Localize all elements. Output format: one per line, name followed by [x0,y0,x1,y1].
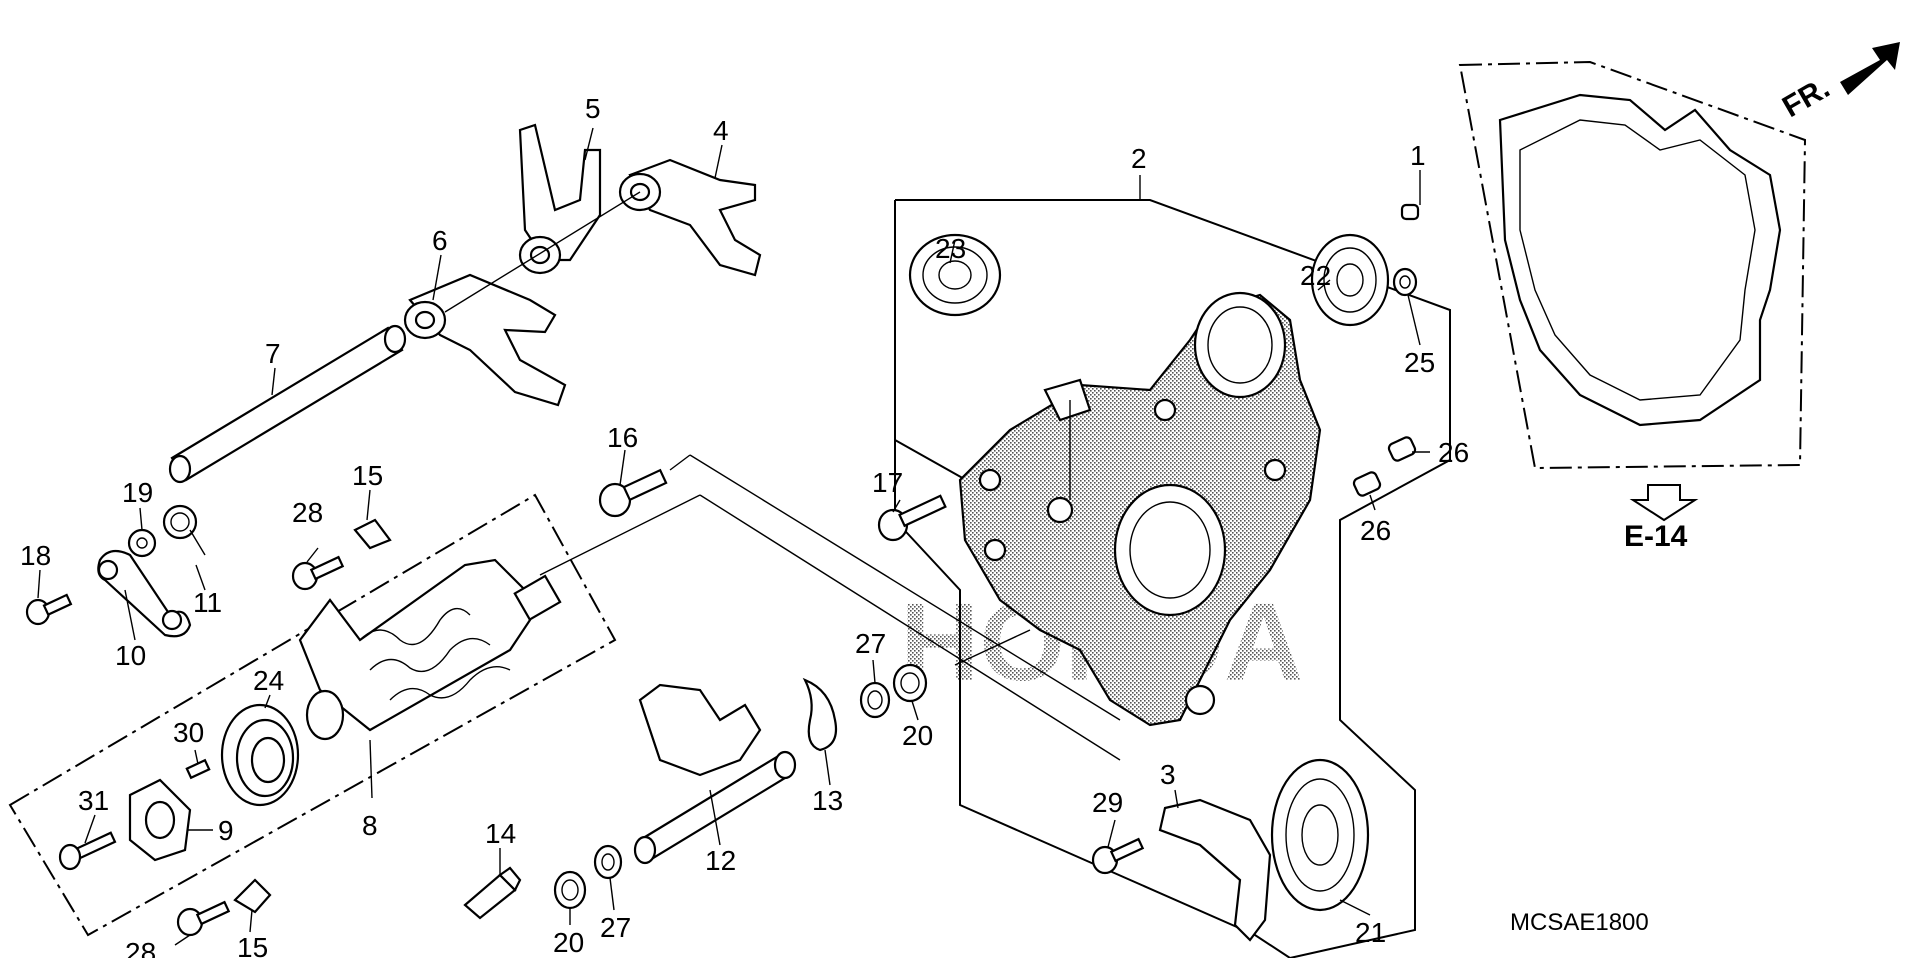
stopper-arm-10 [97,549,192,638]
label-25: 25 [1404,347,1435,378]
washer-20-upper [892,663,928,703]
bolt-18 [25,593,73,626]
dowel-1 [1400,203,1420,221]
label-6: 6 [432,225,448,256]
stud-14 [463,866,522,920]
oil-seal-27-upper [859,681,891,719]
dowel-26-upper [1387,436,1417,462]
bearing-23 [908,233,1002,317]
bolt-28-lower [176,900,231,937]
spring-13 [802,677,838,752]
diagram-code: MCSAE1800 [1510,909,1649,936]
label-4: 4 [713,115,729,146]
shift-drum-group-box [8,493,617,937]
front-direction-label: FR. [1777,71,1835,124]
bearing-24 [220,703,300,807]
label-20-lower: 20 [553,927,584,958]
pin-30 [185,758,211,780]
label-15-lower: 15 [237,932,268,958]
front-direction-arrow [1840,42,1900,95]
label-30: 30 [173,717,204,748]
bolt-31 [58,831,117,871]
label-22: 22 [1300,260,1331,291]
label-24: 24 [253,665,284,696]
label-12: 12 [705,845,736,876]
plate-15-lower [233,878,272,914]
shift-drum-center-9 [128,778,192,862]
bearing-22 [1310,233,1390,327]
label-19: 19 [122,477,153,508]
label-20-upper: 20 [902,720,933,751]
label-11: 11 [193,587,222,618]
reference-label: E-14 [1624,520,1688,553]
label-27-upper: 27 [855,628,886,659]
part-labels: 1 2 3 4 5 6 7 8 9 10 11 12 13 14 15 15 1… [20,93,1469,958]
bolt-17 [877,494,947,542]
shift-fork-6 [403,273,567,407]
label-17: 17 [872,467,903,498]
bracket-3 [1158,798,1272,942]
label-1: 1 [1410,140,1426,171]
label-7: 7 [265,338,281,369]
crankcase-cover [958,291,1322,727]
label-23: 23 [935,233,966,264]
shift-fork-5 [518,123,602,275]
label-31: 31 [78,785,109,816]
label-8: 8 [362,810,378,841]
leader-lines [37,127,1430,946]
bolt-29 [1091,837,1145,875]
washer-20-lower [553,870,587,910]
label-5: 5 [585,93,601,124]
label-28-upper: 28 [292,497,323,528]
bolt-16 [598,468,668,518]
shift-fork-4 [618,158,762,277]
shift-fork-shaft [168,324,407,484]
label-10: 10 [115,640,146,671]
reference-arrow-down [1629,484,1699,522]
label-21: 21 [1355,917,1386,948]
crankcase-group-outline [894,199,1451,958]
label-28-lower: 28 [125,937,156,958]
label-18: 18 [20,540,51,571]
label-3: 3 [1160,759,1176,790]
collar-19 [127,528,157,558]
label-26-upper: 26 [1438,437,1469,468]
label-27-lower: 27 [600,912,631,943]
shift-drum [298,558,562,741]
label-13: 13 [812,785,843,816]
label-16: 16 [607,422,638,453]
label-15-upper: 15 [352,460,383,491]
label-2: 2 [1131,143,1147,174]
label-26-lower: 26 [1360,515,1391,546]
spring-11 [162,504,206,556]
dowel-26-lower [1352,471,1382,497]
label-14: 14 [485,818,516,849]
plate-15-upper [353,518,392,550]
label-9: 9 [218,815,234,846]
gasket-group-box [1458,60,1807,470]
gasket [1498,93,1782,427]
label-29: 29 [1092,787,1123,818]
nut-25 [1392,267,1418,297]
bearing-21 [1270,758,1370,912]
oil-seal-27-lower [593,844,623,880]
gearshift-spindle [633,683,797,865]
bolt-28-upper [291,555,345,591]
